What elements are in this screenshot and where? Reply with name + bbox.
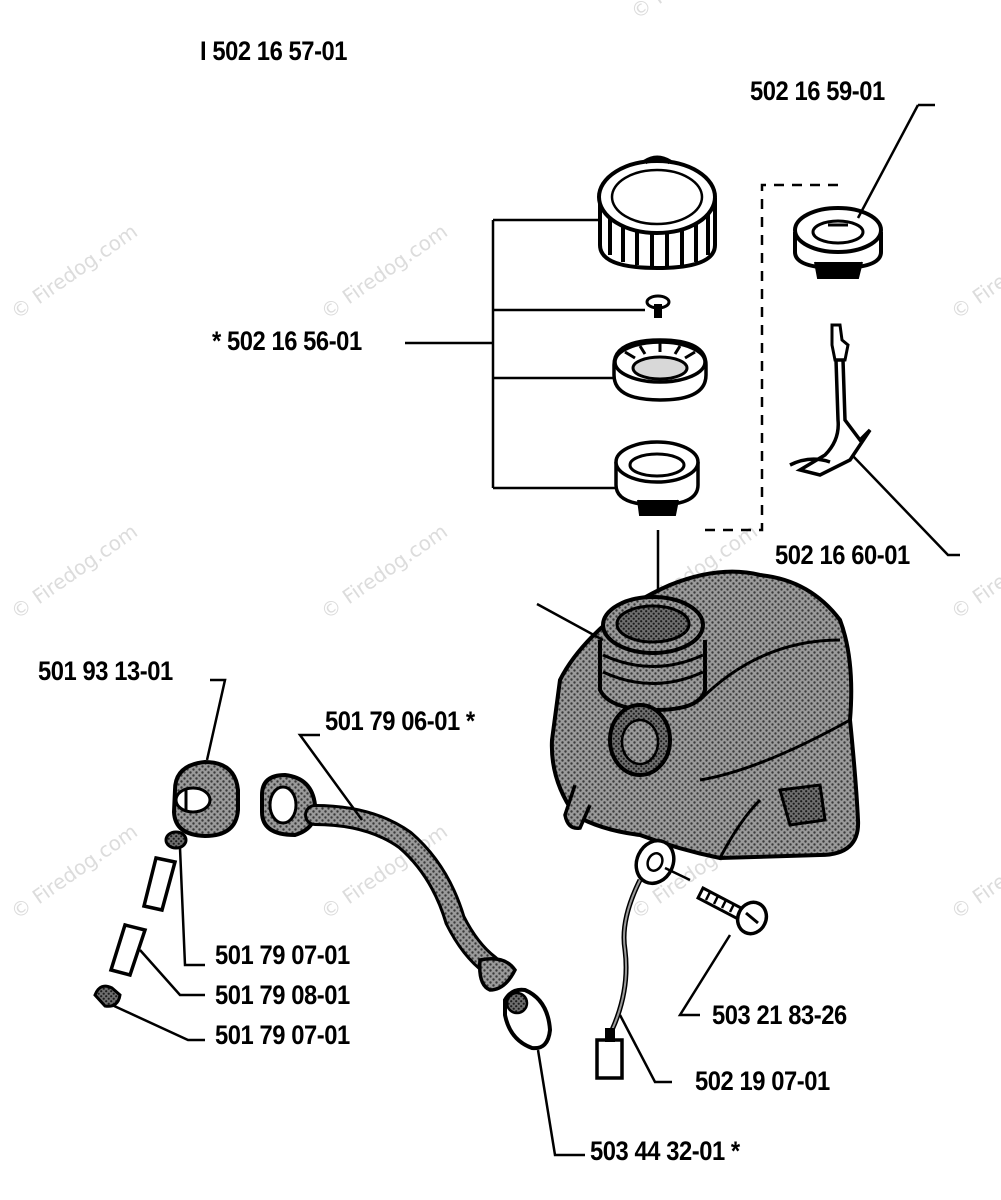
vent-cap-part-number: 502 16 59-01	[750, 76, 885, 106]
leader-line	[856, 104, 920, 219]
strainer	[789, 323, 872, 477]
ground-cable	[595, 838, 676, 1080]
ground-cable-part-number: 502 19 07-01	[695, 1066, 830, 1096]
clip-upper-part-number: 501 79 07-01	[215, 940, 350, 970]
vent-cap	[793, 206, 883, 279]
fuel-cap	[597, 155, 717, 271]
dashed-bracket	[700, 183, 838, 532]
leader-line	[536, 1049, 585, 1157]
leader-line	[205, 678, 227, 761]
leader-line	[618, 1014, 672, 1084]
leader-line	[536, 602, 604, 642]
cap-kit-part-number: * 502 16 56-01	[212, 326, 362, 356]
fuel-filter-part-number: 503 44 32-01 *	[590, 1136, 740, 1166]
screw-part-number: 503 21 83-26	[712, 1000, 847, 1030]
leader-line	[139, 949, 205, 997]
cap-rivet	[645, 294, 671, 318]
cap-seal	[614, 440, 700, 516]
leader-line	[851, 454, 960, 557]
cap-kit-bracket	[405, 218, 645, 490]
assembly-part-number: I 502 16 57-01	[200, 36, 348, 66]
fuel-tank	[549, 569, 861, 861]
fuel-filter	[503, 987, 553, 1051]
filter-element-part-number: 501 79 08-01	[215, 980, 350, 1010]
leader-line	[664, 866, 691, 882]
clip-lower	[93, 984, 122, 1008]
fuel-hose	[260, 772, 518, 992]
leader-line	[677, 934, 732, 1017]
filter-element	[108, 855, 178, 978]
leader-line	[297, 733, 364, 821]
leader-line	[178, 847, 205, 967]
strainer-part-number: 502 16 60-01	[775, 540, 910, 570]
pickup-body-part-number: 501 93 13-01	[38, 656, 173, 686]
leader-line	[111, 1003, 205, 1042]
cap-retainer	[612, 338, 708, 402]
clip-lower-part-number: 501 79 07-01	[215, 1020, 350, 1050]
pickup-body	[171, 759, 240, 839]
screw	[696, 885, 769, 936]
fuel-hose-part-number: 501 79 06-01 *	[325, 706, 475, 736]
clip-upper	[164, 830, 188, 850]
